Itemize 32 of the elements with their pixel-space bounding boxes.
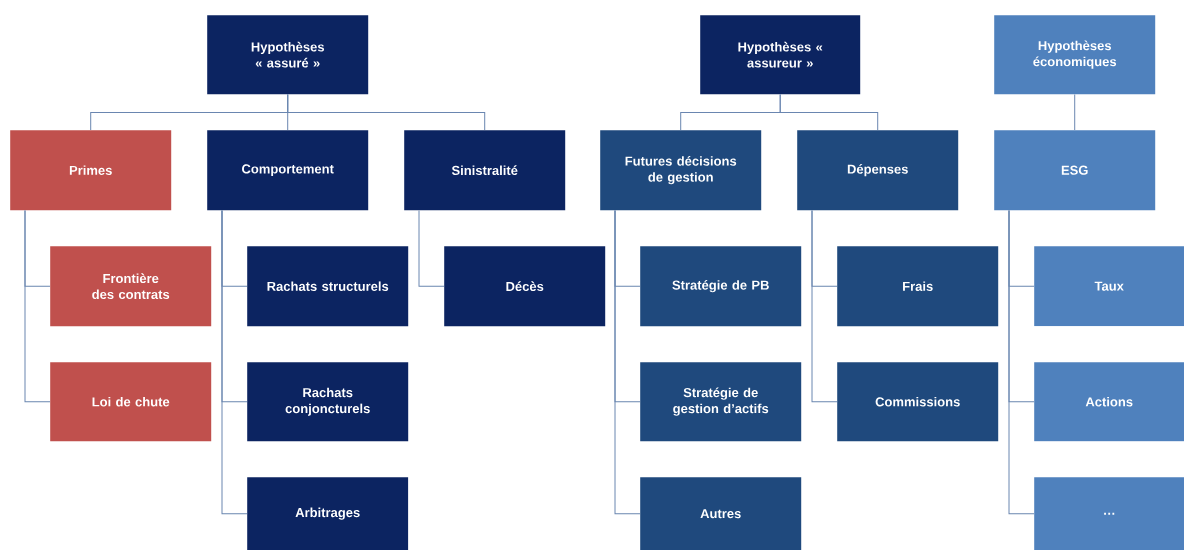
box: … (1034, 477, 1184, 550)
connector-line (287, 93, 486, 131)
box: ESG (994, 130, 1156, 211)
box: Hypothèses « assuré » (207, 15, 369, 95)
box: Loi de chute (50, 362, 212, 442)
box: Primes (10, 130, 172, 211)
box: Rachats structurels (247, 246, 409, 327)
box: Actions (1034, 362, 1184, 442)
box: Rachats conjoncturels (247, 362, 409, 442)
connector-line (1074, 93, 1076, 131)
box: Dépenses (797, 130, 959, 211)
connector-line (221, 209, 248, 515)
connector-line (418, 209, 445, 287)
box: Hypothèses économiques (994, 15, 1156, 95)
connector-line (779, 93, 879, 131)
box: Frontière des contrats (50, 246, 212, 327)
box: Arbitrages (247, 477, 409, 550)
box: Autres (640, 477, 802, 550)
box: Taux (1034, 246, 1184, 327)
box: Commissions (837, 362, 999, 442)
box: Stratégie de PB (640, 246, 802, 327)
connector-line (811, 209, 838, 403)
connector-line (614, 209, 641, 515)
box: Hypothèses « assureur » (700, 15, 861, 95)
box: Frais (837, 246, 999, 327)
connector-line (24, 209, 51, 403)
box: Stratégie de gestion d’actifs (640, 362, 802, 442)
box: Comportement (207, 130, 369, 211)
box: Sinistralité (404, 130, 566, 211)
box: Décès (444, 246, 606, 327)
box: Futures décisions de gestion (600, 130, 762, 211)
connector-line (1008, 209, 1035, 515)
